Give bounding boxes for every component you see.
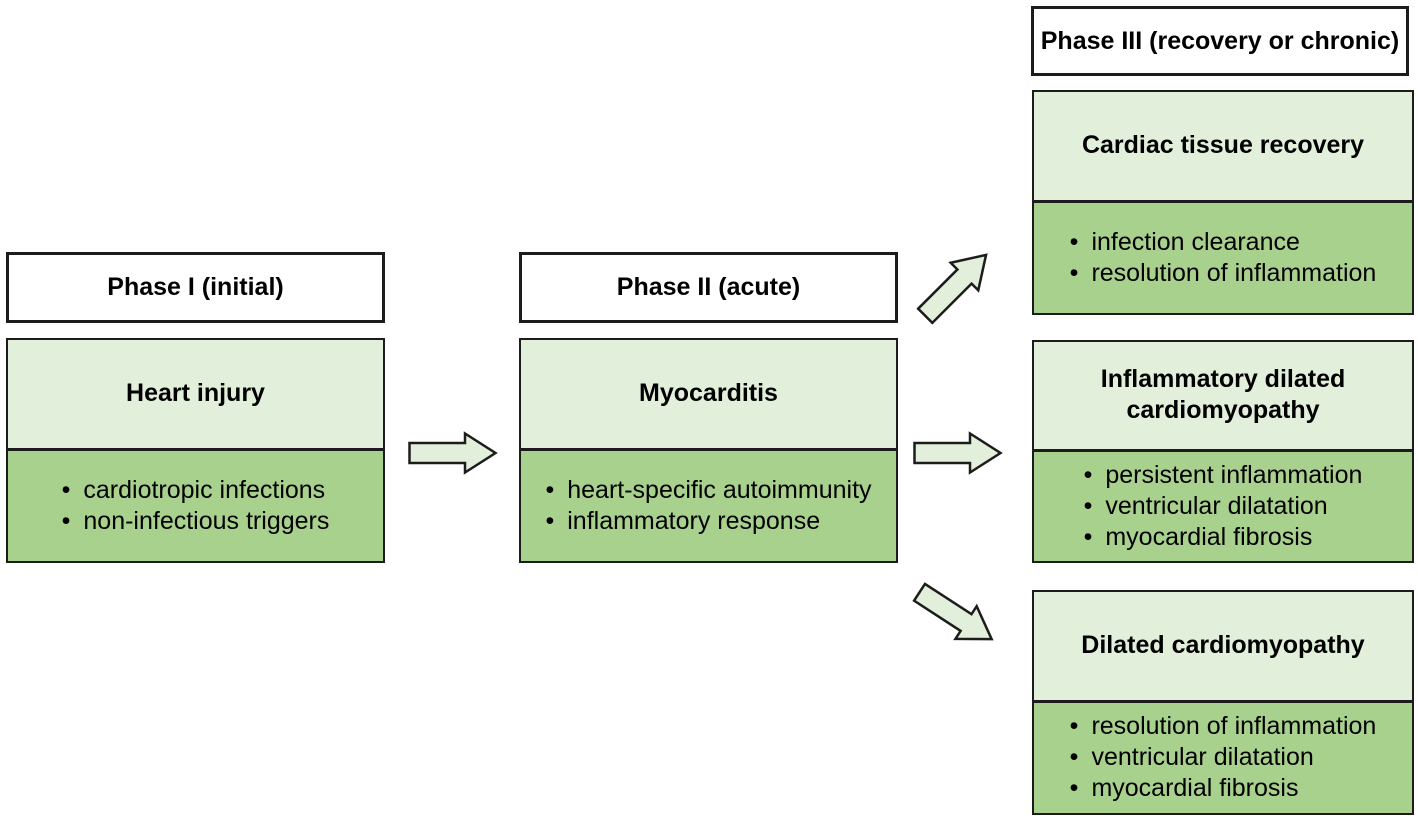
bullet-text: heart-specific autoimmunity [567, 475, 872, 504]
bullet-list: • persistent inflammation • ventricular … [1084, 460, 1363, 553]
bullet-item: • cardiotropic infections [62, 475, 330, 506]
bullet-item: • infection clearance [1070, 227, 1377, 258]
bullet-item: • ventricular dilatation [1070, 742, 1377, 773]
bullet-text: inflammatory response [567, 506, 821, 535]
bullet-text: resolution of inflammation [1091, 258, 1377, 287]
bullet-item: • resolution of inflammation [1070, 711, 1377, 742]
bullet-icon: • [1069, 258, 1079, 287]
bullet-item: • heart-specific autoimmunity [545, 475, 871, 506]
arrow-phase2-to-inflammatory-dcm-icon [913, 431, 1003, 475]
bullet-list: • infection clearance • resolution of in… [1070, 227, 1377, 289]
bullet-icon: • [1069, 712, 1079, 741]
inflammatory-dcm-body: • persistent inflammation • ventricular … [1034, 451, 1412, 561]
myocarditis-card: Myocarditis • heart-specific autoimmunit… [519, 338, 898, 563]
bullet-text: resolution of inflammation [1091, 712, 1377, 741]
arrow-phase2-to-dcm-icon [912, 582, 994, 641]
bullet-list: • heart-specific autoimmunity • inflamma… [545, 475, 871, 537]
heart-injury-title: Heart injury [8, 340, 383, 451]
bullet-text: non-infectious triggers [83, 506, 330, 535]
bullet-icon: • [545, 506, 555, 535]
bullet-text: infection clearance [1091, 227, 1300, 256]
bullet-text: persistent inflammation [1105, 460, 1363, 489]
bullet-item: • non-infectious triggers [62, 506, 330, 537]
cardiac-tissue-recovery-card: Cardiac tissue recovery • infection clea… [1032, 90, 1414, 315]
inflammatory-dcm-card: Inflammatory dilated cardiomyopathy • pe… [1032, 340, 1414, 563]
bullet-icon: • [1083, 522, 1093, 551]
heart-injury-body: • cardiotropic infections • non-infectio… [8, 450, 383, 561]
arrow-phase1-to-phase2-icon [408, 431, 498, 475]
bullet-icon: • [61, 506, 71, 535]
phase3-header: Phase III (recovery or chronic) [1031, 6, 1409, 76]
phase2-header: Phase II (acute) [519, 252, 898, 323]
bullet-item: • persistent inflammation [1084, 460, 1363, 491]
bullet-icon: • [1069, 743, 1079, 772]
dcm-title: Dilated cardiomyopathy [1034, 592, 1412, 703]
dcm-body: • resolution of inflammation • ventricul… [1034, 702, 1412, 813]
bullet-icon: • [1069, 227, 1079, 256]
bullet-item: • ventricular dilatation [1084, 491, 1363, 522]
cardiac-tissue-recovery-title: Cardiac tissue recovery [1034, 92, 1412, 203]
myocarditis-title: Myocarditis [521, 340, 896, 451]
bullet-text: myocardial fibrosis [1091, 774, 1299, 803]
bullet-text: myocardial fibrosis [1105, 522, 1313, 551]
inflammatory-dcm-title: Inflammatory dilated cardiomyopathy [1034, 342, 1412, 452]
bullet-text: cardiotropic infections [83, 475, 326, 504]
bullet-item: • resolution of inflammation [1070, 258, 1377, 289]
bullet-text: ventricular dilatation [1091, 743, 1314, 772]
bullet-list: • resolution of inflammation • ventricul… [1070, 711, 1377, 804]
myocarditis-body: • heart-specific autoimmunity • inflamma… [521, 450, 896, 561]
bullet-item: • myocardial fibrosis [1070, 773, 1377, 804]
bullet-list: • cardiotropic infections • non-infectio… [62, 475, 330, 537]
bullet-icon: • [1083, 491, 1093, 520]
heart-injury-card: Heart injury • cardiotropic infections •… [6, 338, 385, 563]
arrow-phase2-to-recovery-icon [916, 253, 988, 325]
bullet-icon: • [1069, 774, 1079, 803]
bullet-icon: • [61, 475, 71, 504]
bullet-icon: • [545, 475, 555, 504]
bullet-item: • inflammatory response [545, 506, 871, 537]
dcm-card: Dilated cardiomyopathy • resolution of i… [1032, 590, 1414, 815]
bullet-icon: • [1083, 460, 1093, 489]
bullet-item: • myocardial fibrosis [1084, 522, 1363, 553]
bullet-text: ventricular dilatation [1105, 491, 1328, 520]
phase1-header: Phase I (initial) [6, 252, 385, 323]
cardiac-tissue-recovery-body: • infection clearance • resolution of in… [1034, 202, 1412, 313]
